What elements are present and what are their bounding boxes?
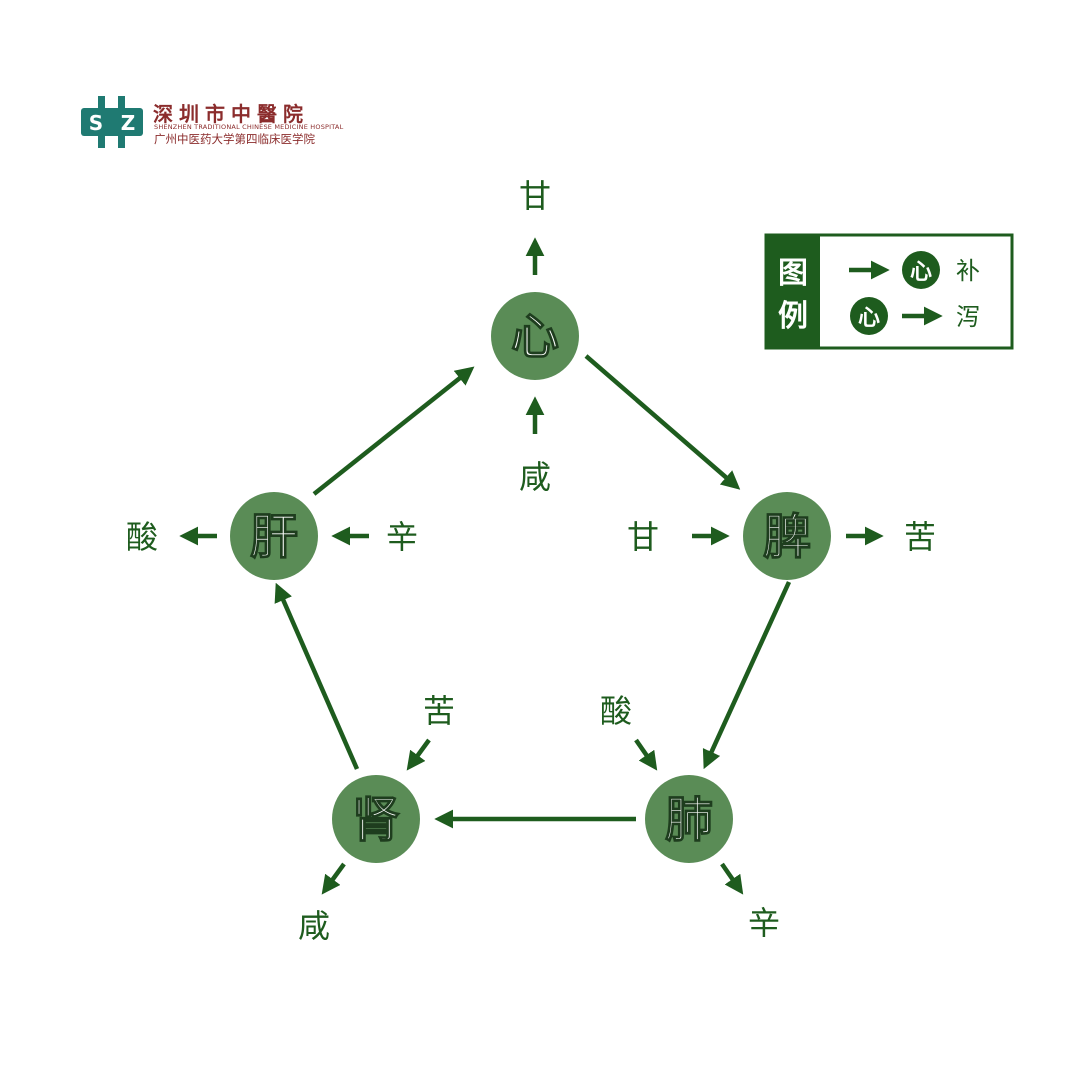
- node-spleen-circle: [743, 492, 831, 580]
- flavor-spleen-out: 苦: [904, 518, 936, 556]
- legend-drain-circle-char: 心: [858, 306, 880, 331]
- node-lung-circle: [645, 775, 733, 863]
- flavor-lung-in: 酸: [600, 692, 632, 730]
- arrow-heart-to-spleen: [584, 354, 741, 490]
- arrow-spleen-to-lung: [702, 581, 792, 770]
- node-lung-label: 肺: [665, 792, 713, 848]
- arrow-liver-to-heart: [312, 366, 475, 496]
- organ-spleen: 脾: [743, 492, 831, 580]
- flavor-liver-in: 辛: [386, 518, 418, 556]
- node-spleen-label: 脾: [763, 509, 811, 565]
- cycle-arrows: [274, 354, 792, 829]
- arrow-lung-in: [634, 738, 658, 771]
- organ-heart: 心: [491, 292, 579, 380]
- hospital-logo: S Z: [81, 96, 143, 148]
- flavor-heart-in: 咸: [519, 458, 551, 496]
- flavor-heart-out: 甘: [519, 177, 551, 215]
- logo-letter-z: Z: [121, 111, 136, 135]
- legend-tonify-circle: [902, 251, 940, 289]
- legend-drain-circle: [850, 297, 888, 335]
- node-liver-label: 肝: [250, 509, 298, 565]
- legend-title-line2: 例: [778, 299, 808, 334]
- organ-kidney: 肾: [332, 775, 420, 863]
- logo-letter-s: S: [89, 111, 103, 135]
- organ-liver: 肝: [230, 492, 318, 580]
- flavor-labels: 甘 咸 甘 苦 酸 辛 苦 咸 辛 酸: [126, 177, 936, 945]
- flavor-arrows: [179, 237, 884, 895]
- flavor-kidney-out: 咸: [298, 907, 330, 945]
- arrow-kidney-to-liver: [274, 582, 360, 770]
- flavor-spleen-in: 甘: [627, 518, 659, 556]
- node-liver-circle: [230, 492, 318, 580]
- arrow-kidney-in: [406, 738, 431, 771]
- arrow-lung-out: [720, 862, 744, 895]
- legend-tonify-label: 补: [956, 257, 980, 285]
- node-heart-circle: [491, 292, 579, 380]
- logo-cross-horizontal: [81, 108, 143, 136]
- flavor-kidney-in: 苦: [423, 692, 455, 730]
- flavor-liver-out: 酸: [126, 518, 158, 556]
- node-heart-label: 心: [511, 309, 559, 365]
- arrow-kidney-out: [321, 862, 346, 895]
- organ-lung: 肺: [645, 775, 733, 863]
- node-kidney-circle: [332, 775, 420, 863]
- hospital-affiliation: 广州中医药大学第四临床医学院: [154, 132, 315, 146]
- legend-tonify-circle-char: 心: [910, 260, 932, 285]
- legend: 图 例 心 补 心 泻: [764, 233, 1014, 350]
- hospital-name-cn: 深圳市中醫院: [153, 102, 309, 126]
- hospital-name-en: SHENZHEN TRADITIONAL CHINESE MEDICINE HO…: [154, 123, 344, 131]
- legend-title-line1: 图: [778, 256, 808, 291]
- flavor-lung-out: 辛: [748, 904, 780, 942]
- node-kidney-label: 肾: [352, 792, 400, 848]
- legend-drain-label: 泻: [956, 303, 980, 331]
- legend-title-bar: [766, 235, 820, 348]
